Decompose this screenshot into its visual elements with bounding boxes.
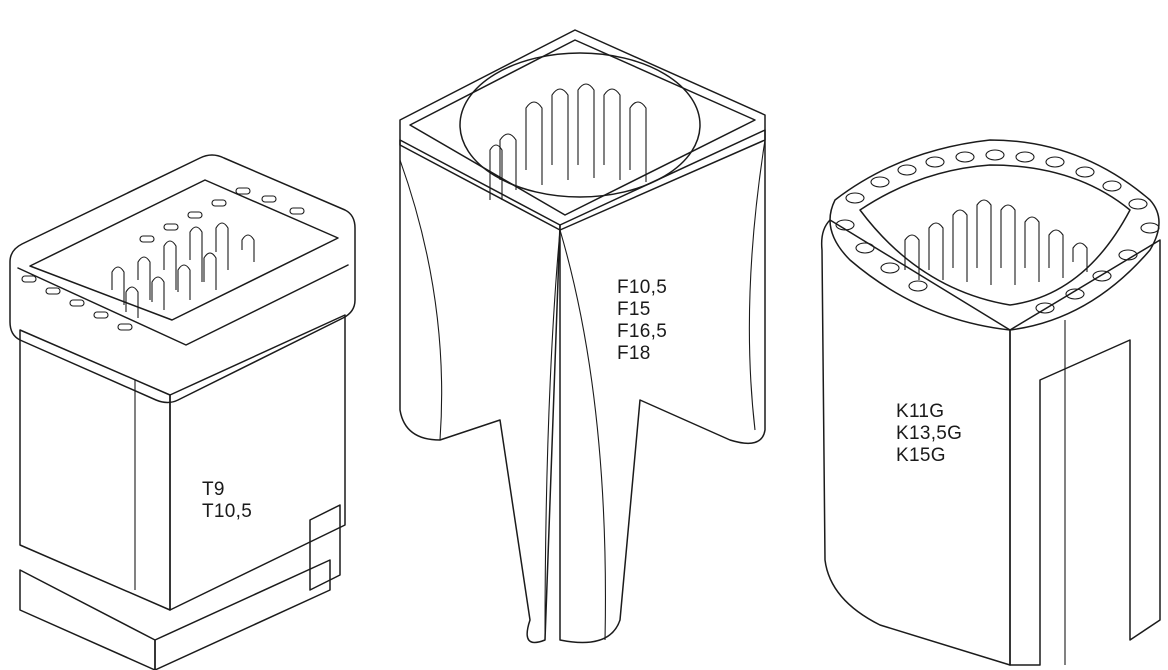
rim-holes-k	[835, 149, 1160, 314]
model-list-t-series: T9 T10,5	[202, 479, 252, 523]
model-label: F16,5	[617, 321, 668, 342]
model-label: K13,5G	[896, 423, 963, 444]
heating-elements-k	[904, 199, 1088, 285]
model-list-k-series: K11G K13,5G K15G	[896, 401, 962, 467]
model-list-f-series: F10,5 F15 F16,5 F18	[617, 277, 667, 365]
heating-elements-f	[489, 83, 647, 200]
model-label: K11G	[896, 401, 945, 422]
model-label: F18	[617, 343, 651, 364]
model-label: T10,5	[202, 501, 253, 522]
model-label: T9	[202, 479, 225, 500]
model-label: K15G	[896, 445, 946, 466]
model-label: F15	[617, 299, 651, 320]
rim-holes-t	[21, 187, 305, 331]
model-label: F10,5	[617, 277, 668, 298]
heating-elements-t	[111, 222, 255, 318]
